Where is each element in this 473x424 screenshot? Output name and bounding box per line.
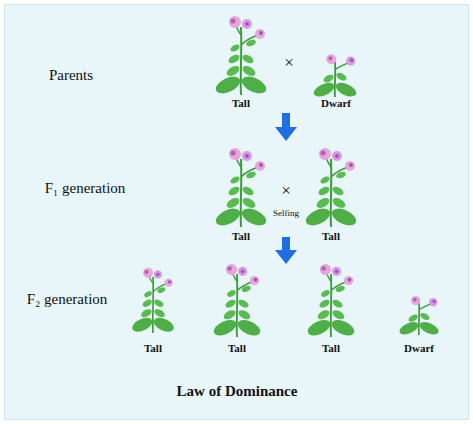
phenotype-label: Tall <box>322 342 340 354</box>
down-arrow <box>275 113 297 141</box>
diagram-panel: ParentsTall×DwarfF₁ generationTall×Selfi… <box>4 4 469 420</box>
dwarf-plant <box>312 54 359 99</box>
phenotype-label: Tall <box>232 230 250 242</box>
generation-label: F₂ generation <box>27 291 108 308</box>
generation-label: Parents <box>49 67 93 84</box>
down-arrow <box>275 237 297 264</box>
tall-plant <box>211 264 262 339</box>
phenotype-label: Dwarf <box>404 342 434 354</box>
tall-plant <box>303 148 358 229</box>
phenotype-label: Tall <box>228 342 246 354</box>
diagram-caption: Law of Dominance <box>177 383 298 400</box>
generation-label: F₁ generation <box>45 180 126 197</box>
dwarf-plant <box>398 296 441 337</box>
tall-plant <box>305 264 356 339</box>
cross-symbol: × <box>284 53 294 73</box>
phenotype-label: Dwarf <box>321 97 351 109</box>
cross-symbol: × <box>281 181 291 201</box>
phenotype-label: Tall <box>322 230 340 242</box>
phenotype-label: Tall <box>144 342 162 354</box>
tall-plant <box>213 16 268 97</box>
tall-plant <box>213 148 268 229</box>
phenotype-label: Tall <box>232 97 250 109</box>
process-label: Selfing <box>273 208 299 218</box>
tall-plant <box>130 268 176 335</box>
